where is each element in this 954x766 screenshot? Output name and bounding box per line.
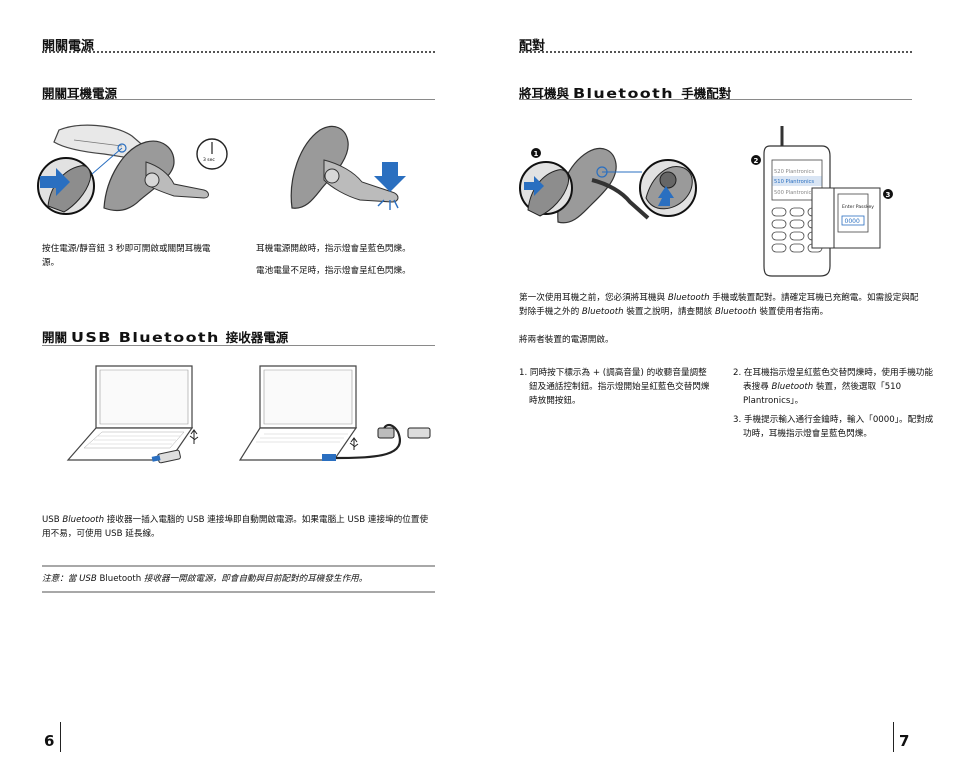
pairing-intro: 第一次使用耳機之前，您必須將耳機與 Bluetooth 手機或裝置配對。請確定耳…	[519, 291, 919, 319]
text-run: 接收器一插入電腦的 USB 連接埠即自動開啟電源。如果電腦上 USB 連接埠的位…	[42, 515, 429, 539]
note-bottom-bar	[42, 591, 435, 593]
phone-illustration: 2 520 Plantronics 510 Plantronics 500 Pl…	[751, 126, 893, 277]
note: 注意：當 USB Bluetooth 接收器一開啟電源，即會自動與目前配對的耳機…	[42, 572, 435, 586]
both-devices-on: 將兩者裝置的電源開啟。	[519, 335, 614, 345]
marker-2: 2	[754, 157, 759, 165]
step-3: 3. 手機提示輸入通行金鑰時，輸入「0000」。配對成功時，耳機指示燈會呈藍色閃…	[733, 415, 934, 439]
text-italic: Bluetooth	[581, 307, 624, 317]
text-run: 接收器一開啟電源，即會自動與目前配對的耳機發生作用。	[141, 574, 368, 584]
subsection-rule	[42, 99, 435, 100]
pairing-headset-illustration: 1	[519, 147, 697, 224]
text-italic: Bluetooth	[715, 307, 757, 317]
step-2: 2. 在耳機指示燈呈紅藍色交替閃爍時，使用手機功能表搜尋 Bluetooth 裝…	[733, 366, 938, 408]
text-italic: Bluetooth	[667, 293, 710, 303]
laptop-usb-extension-illustration	[238, 365, 431, 461]
indicator-light-illustration	[290, 125, 406, 210]
title-part: 將耳機與	[519, 86, 570, 101]
page-number-left: 6	[44, 732, 55, 750]
text-run: 2. 在耳機指示燈呈紅藍色交替閃爍時，使用手機功能表搜尋	[733, 368, 933, 392]
text-run: 裝置使用者指南。	[756, 307, 829, 317]
text-italic: Bluetooth	[771, 382, 814, 392]
title-usb-bluetooth: USB Bluetooth	[71, 330, 221, 346]
section-divider	[42, 51, 435, 53]
subsection-title-pair: 將耳機與 Bluetooth 手機配對	[519, 83, 731, 102]
title-bluetooth: Bluetooth	[573, 86, 675, 102]
phone-list-item: 520 Plantronics	[774, 169, 814, 175]
subsection-rule	[519, 99, 912, 100]
phone-list-item-selected: 510 Plantronics	[774, 179, 814, 185]
note-top-bar	[42, 565, 435, 567]
text-run: 手機或裝置配對。請確定耳機已充飽電。如需設定與配對除手機之外的	[519, 293, 919, 317]
marker-1: 1	[534, 150, 539, 158]
subsection-rule	[42, 345, 435, 346]
page-number-bar	[893, 722, 894, 752]
passkey-value: 0000	[845, 218, 860, 225]
text-run: 注意：當 USB	[42, 574, 100, 584]
text-run: Bluetooth	[99, 574, 142, 584]
text-run: USB	[42, 515, 63, 525]
text-run: 第一次使用耳機之前，您必須將耳機與	[519, 293, 668, 303]
title-part: 接收器電源	[225, 330, 289, 345]
text-italic: Bluetooth	[62, 515, 105, 525]
title-part: 開關	[42, 330, 68, 345]
title-part: 手機配對	[681, 86, 732, 101]
text-run: 裝置，然後選取「510 Plantronics」。	[743, 382, 902, 406]
section-title-power: 開關電源	[42, 39, 95, 54]
step-1: 1. 同時按下標示為 + (調高音量) 的收聽音量調整鈕及通話控制鈕。指示燈開始…	[519, 368, 710, 406]
page-number-bar	[60, 722, 61, 752]
passkey-prompt: Enter Passkey	[842, 204, 874, 210]
caption-power-hold: 按住電源/靜音鈕 3 秒即可開啟或關閉耳機電源。	[42, 244, 211, 268]
timer-label: 3 sec	[203, 157, 215, 163]
caption-light-on: 耳機電源開啟時，指示燈會呈藍色閃爍。	[256, 244, 411, 254]
press-power-button-illustration: 3 sec	[37, 124, 228, 215]
marker-3: 3	[886, 191, 891, 199]
page-number-right: 7	[899, 732, 910, 750]
text-run: 裝置之說明，請查閱該	[623, 307, 716, 317]
section-title-pairing: 配對	[519, 39, 546, 54]
usb-paragraph: USB Bluetooth 接收器一插入電腦的 USB 連接埠即自動開啟電源。如…	[42, 513, 435, 541]
section-divider	[519, 51, 912, 53]
subsection-title-headset-power: 開關耳機電源	[42, 86, 118, 101]
laptop-usb-illustration	[66, 365, 199, 464]
subsection-title-usb-power: 開關 USB Bluetooth 接收器電源	[42, 327, 288, 346]
phone-list-item: 500 Plantronics	[774, 190, 814, 196]
caption-low-battery: 電池電量不足時，指示燈會呈紅色閃爍。	[256, 266, 411, 276]
